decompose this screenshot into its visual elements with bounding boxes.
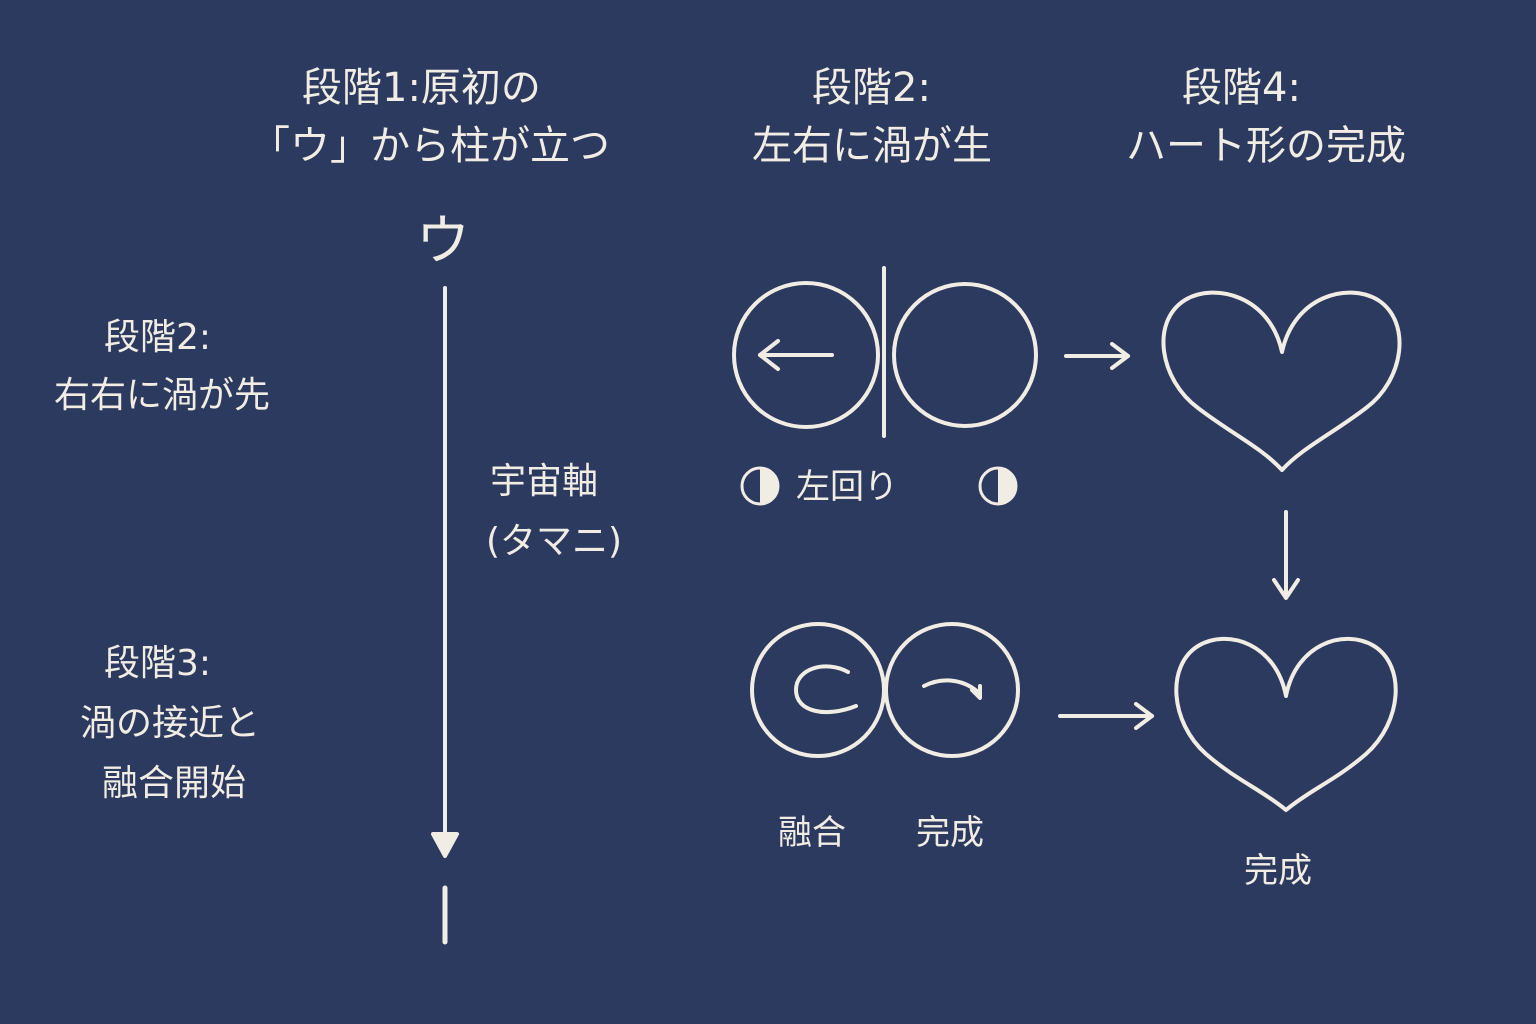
arrow-to-heart-bottom-head	[1134, 702, 1154, 730]
half-moon-fill-right	[998, 468, 1016, 504]
right-vortex-circle	[892, 282, 1038, 428]
fusion-right-swirl	[922, 678, 982, 696]
fusion-right-circle	[884, 622, 1020, 758]
fusion-right-swirl-head	[970, 684, 982, 700]
left-label-stage3-line3: 融合開始	[102, 763, 247, 804]
heart-shape-bottom	[1174, 636, 1398, 812]
rotation-indicators	[740, 466, 1018, 506]
arrow-to-heart-top-head	[1110, 342, 1130, 370]
left-vortex-arrow-head	[758, 339, 780, 371]
heading-stage4-line1: 段階4:	[1182, 65, 1301, 111]
complete-mid-label: 完成	[916, 813, 984, 853]
axis-label-line2: (タマニ)	[486, 521, 623, 562]
complete-heart-label: 完成	[1244, 851, 1312, 891]
heading-stage2-line1: 段階2:	[812, 65, 931, 111]
heading-stage2-line2: 左右に渦が生	[752, 123, 992, 169]
heading-stage1-line1: 段階1:原初の	[302, 65, 541, 111]
axis-top-glyph: ウ	[416, 209, 470, 272]
left-vortex-circle	[732, 281, 880, 429]
rotation-label: 左回り	[796, 467, 898, 507]
heading-stage4-line2: ハート形の完成	[1126, 123, 1406, 169]
axis-label-line1: 宇宙軸	[490, 461, 599, 502]
left-label-stage3-line2: 渦の接近と	[80, 703, 261, 744]
axis-arrow-head	[431, 832, 459, 858]
heart-shape-top	[1161, 290, 1402, 472]
fusion-left-swirl	[794, 664, 858, 714]
fusion-label: 融合	[778, 813, 846, 853]
heading-stage1-line2: 「ウ」から柱が立つ	[250, 123, 610, 169]
half-moon-fill-left	[760, 468, 778, 504]
left-label-stage3-line1: 段階3:	[104, 643, 212, 684]
left-label-stage2-line2: 右右に渦が先	[54, 375, 271, 416]
left-label-stage2-line1: 段階2:	[104, 317, 212, 358]
fusion-left-circle	[750, 622, 886, 758]
arrow-down-head	[1272, 578, 1300, 600]
